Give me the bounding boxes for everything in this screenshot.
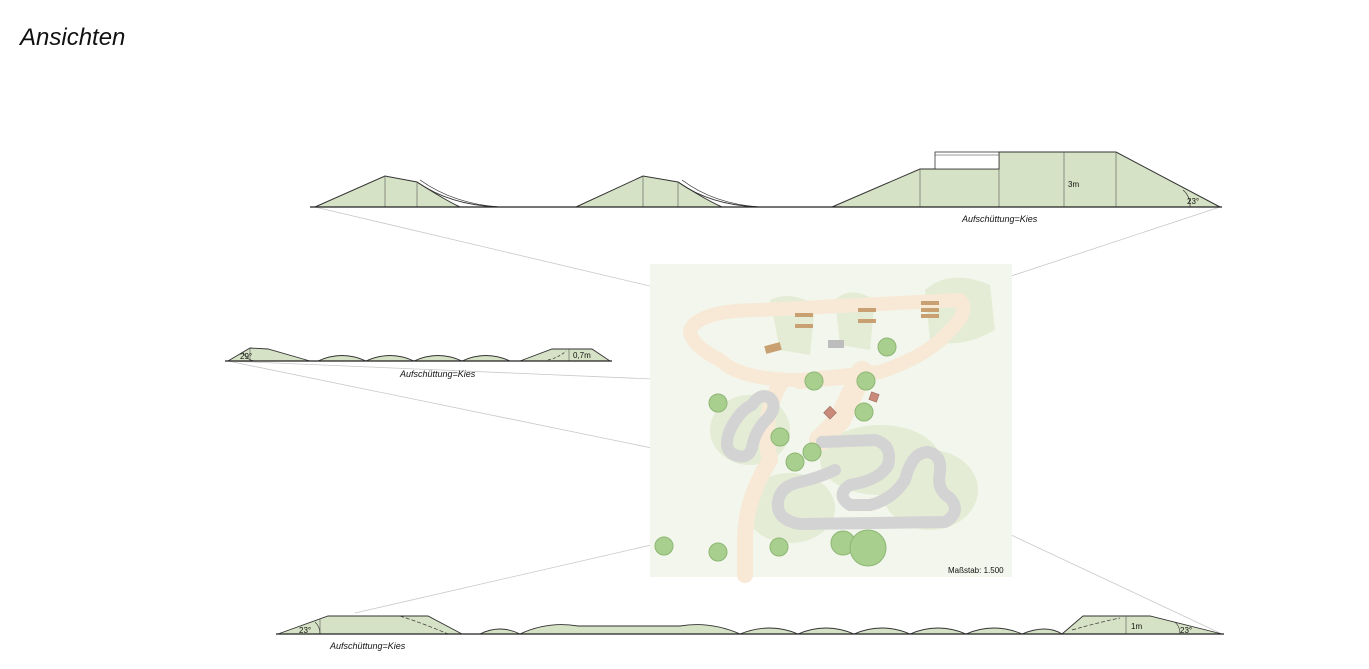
mound-3-large xyxy=(831,151,1221,208)
trees xyxy=(654,337,897,567)
elevation-bottom: 23° 1m 23° Aufschüttung=Kies xyxy=(276,615,1224,651)
angle-label-middle: 29° xyxy=(240,352,252,361)
mound-2 xyxy=(575,175,761,208)
scale-label: Maßstab: 1.500 xyxy=(948,566,1004,575)
angle-label-top: 23° xyxy=(1187,197,1199,206)
height-label-middle: 0,7m xyxy=(573,351,591,360)
elevation-top: 3m 23° Aufschüttung=Kies xyxy=(310,151,1222,224)
elevation-middle: 29° 0,7m Aufschüttung=Kies xyxy=(225,347,612,379)
material-label-bottom: Aufschüttung=Kies xyxy=(329,641,406,651)
page-title: Ansichten xyxy=(20,24,126,51)
pump-track-small xyxy=(720,390,780,463)
material-label-top: Aufschüttung=Kies xyxy=(961,214,1038,224)
material-label-middle: Aufschüttung=Kies xyxy=(399,369,476,379)
height-label-top: 3m xyxy=(1068,180,1079,189)
angle-left-label-bottom: 23° xyxy=(299,626,311,635)
angle-right-label-bottom: 23° xyxy=(1180,626,1192,635)
height-label-bottom: 1m xyxy=(1131,622,1142,631)
pavilions xyxy=(823,391,880,420)
mound-1 xyxy=(314,175,501,208)
site-plan: Maßstab: 1.500 xyxy=(650,264,1012,583)
ramp-planks xyxy=(764,301,939,354)
pump-track-large xyxy=(771,434,961,530)
